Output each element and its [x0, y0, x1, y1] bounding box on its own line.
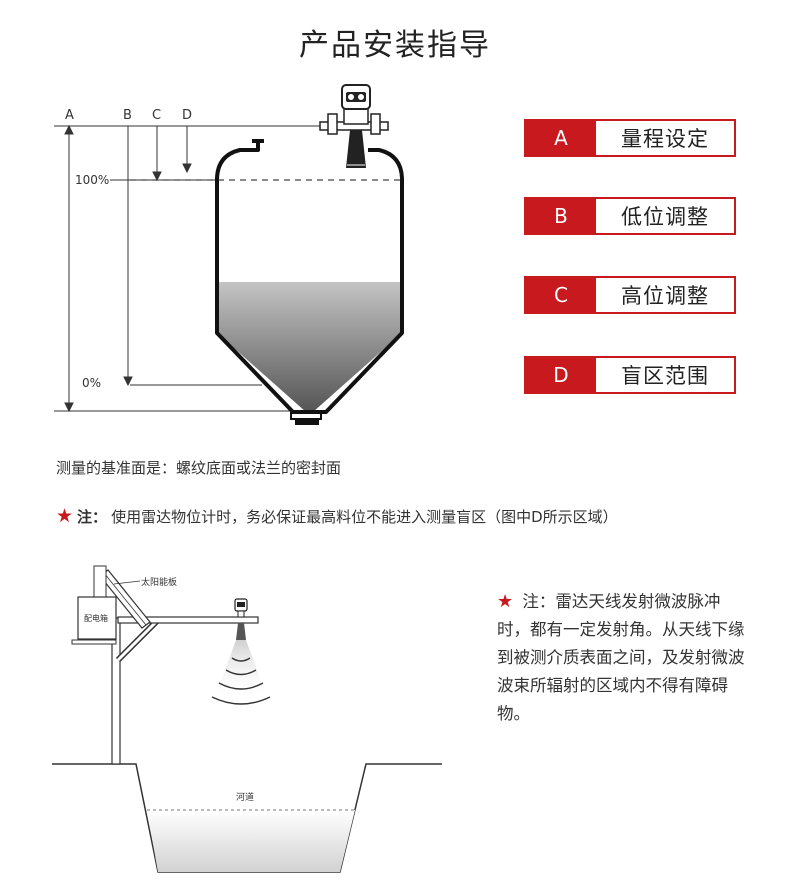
marker-d-label: D [182, 108, 192, 123]
river-radar-icon [234, 598, 248, 640]
silo-material [217, 282, 402, 412]
solar-panel-label: 太阳能板 [141, 576, 177, 588]
star-icon: ★ [497, 591, 514, 612]
mounting-arm [117, 616, 259, 624]
control-box-label: 配电箱 [84, 613, 108, 623]
wave-icon [211, 657, 271, 705]
legend-row-b: B 低位调整 [524, 197, 736, 235]
level-empty-label: 0% [82, 376, 101, 390]
legend-key-d: D [526, 358, 596, 392]
legend-row-c: C 高位调整 [524, 276, 736, 314]
warning-text: 使用雷达物位计时，务必保证最高料位不能进入测量盲区（图中D所示区域） [111, 508, 618, 526]
legend-key-b: B [526, 199, 596, 233]
legend-text-a: 量程设定 [621, 127, 709, 151]
control-box-icon [71, 596, 117, 645]
legend-key-c: C [526, 278, 596, 312]
legend-row-a: A 量程设定 [524, 119, 736, 157]
warning-label: 注： [77, 508, 108, 526]
solar-panel-icon [93, 565, 151, 629]
beam-angle-note: ★ 注：雷达天线发射微波脉冲时，都有一定发射角。从天线下缘到被测介质表面之间，及… [497, 588, 752, 728]
river-label: 河道 [236, 791, 254, 803]
beam-note-label: 注： [522, 592, 556, 611]
legend-text-b: 低位调整 [621, 205, 709, 229]
legend-key-a: A [526, 121, 596, 155]
river-diagram: 河道 太阳能板 配电箱 [52, 565, 442, 873]
blind-zone-warning: ★ 注： 使用雷达物位计时，务必保证最高料位不能进入测量盲区（图中D所示区域） [56, 506, 618, 527]
legend-text-c: 高位调整 [621, 284, 709, 308]
page-title: 产品安装指导 [299, 28, 491, 63]
marker-c-label: C [152, 108, 161, 123]
silo-diagram: A B C D 100% 0% [54, 84, 404, 425]
legend-row-d: D 盲区范围 [524, 356, 736, 394]
level-full-label: 100% [75, 173, 109, 187]
marker-a-label: A [65, 108, 74, 123]
river-water [147, 810, 355, 872]
star-icon: ★ [56, 505, 74, 527]
marker-b-label: B [123, 108, 132, 123]
radar-sensor-icon [319, 84, 389, 168]
legend-text-d: 盲区范围 [621, 364, 709, 388]
measurement-basis-note: 测量的基准面是：螺纹底面或法兰的密封面 [56, 459, 342, 477]
beam-note-text: 雷达天线发射微波脉冲时，都有一定发射角。从天线下缘到被测介质表面之间，及发射微波… [497, 592, 745, 723]
